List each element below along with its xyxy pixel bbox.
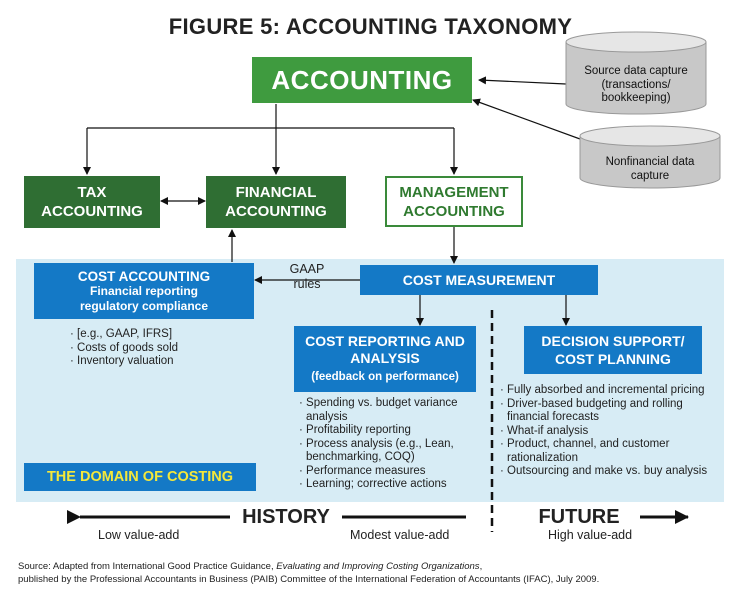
list-item: Driver-based budgeting and rolling finan…	[500, 398, 724, 425]
gaap-rules-label: GAAP rules	[285, 262, 329, 292]
source-line1-a: Source: Adapted from International Good …	[18, 561, 277, 572]
decision-support-title1: DECISION SUPPORT/	[541, 333, 685, 349]
nonfinancial-line2: capture	[630, 169, 670, 182]
list-item: Profitability reporting	[299, 424, 484, 438]
source-line1: Source: Adapted from International Good …	[18, 560, 728, 573]
list-item: Inventory valuation	[70, 355, 250, 369]
cost-reporting-title1: COST REPORTING AND	[305, 332, 465, 349]
cost-measurement-box: COST MEASUREMENT	[360, 265, 598, 295]
list-item: What-if analysis	[500, 425, 724, 439]
decision-support-list: Fully absorbed and incremental pricing D…	[500, 384, 724, 479]
list-item: Costs of goods sold	[70, 342, 250, 356]
gaap-line2: rules	[293, 277, 321, 291]
domain-of-costing-label: THE DOMAIN OF COSTING	[24, 463, 256, 491]
cost-accounting-list: [e.g., GAAP, IFRS] Costs of goods sold I…	[70, 328, 250, 369]
cost-measurement-label: COST MEASUREMENT	[402, 272, 556, 288]
accounting-box: ACCOUNTING	[252, 57, 472, 103]
decision-support-title2: COST PLANNING	[555, 351, 671, 367]
tax-accounting-box: TAX ACCOUNTING	[24, 176, 160, 228]
source-line1-title: Evaluating and Improving Costing Organiz…	[276, 561, 480, 572]
nonfinancial-line1: Nonfinancial data	[605, 156, 695, 168]
list-item: Process analysis (e.g., Lean, benchmarki…	[299, 438, 484, 465]
financial-label-line2: ACCOUNTING	[225, 203, 327, 220]
list-item: Spending vs. budget variance analysis	[299, 397, 484, 424]
cost-reporting-list: Spending vs. budget variance analysis Pr…	[299, 397, 484, 492]
source-data-label: Source data capture (transactions/ bookk…	[566, 65, 706, 106]
management-accounting-box: MANAGEMENT ACCOUNTING	[385, 176, 523, 227]
cost-accounting-sub1: Financial reporting	[89, 283, 198, 298]
accounting-label: ACCOUNTING	[271, 64, 453, 95]
source-data-line2: (transactions/	[601, 78, 671, 91]
high-value-label: High value-add	[548, 528, 633, 542]
source-line1-c: ,	[479, 561, 483, 572]
future-label: FUTURE	[538, 506, 620, 528]
cost-accounting-sub2: regulatory compliance	[79, 298, 209, 313]
cost-reporting-title2: ANALYSIS	[350, 349, 420, 366]
history-label: HISTORY	[242, 506, 330, 528]
source-line2: published by the Professional Accountant…	[18, 574, 600, 585]
financial-accounting-box: FINANCIAL ACCOUNTING	[206, 176, 346, 228]
source-data-line3: bookkeeping)	[601, 92, 671, 104]
tax-label-line1: TAX	[77, 184, 107, 201]
list-item: Product, channel, and customer rationali…	[500, 438, 724, 465]
financial-label-line1: FINANCIAL	[235, 184, 317, 201]
domain-label-text: THE DOMAIN OF COSTING	[46, 469, 234, 485]
management-label-line1: MANAGEMENT	[399, 183, 509, 201]
tax-label-line2: ACCOUNTING	[41, 203, 143, 220]
cost-reporting-sub: (feedback on performance)	[311, 370, 459, 383]
cost-accounting-title: COST ACCOUNTING	[77, 268, 211, 284]
list-item: Outsourcing and make vs. buy analysis	[500, 465, 724, 479]
nonfinancial-label: Nonfinancial data capture	[580, 156, 720, 183]
management-label-line2: ACCOUNTING	[403, 202, 505, 220]
gaap-line1: GAAP	[289, 262, 325, 276]
list-item: Fully absorbed and incremental pricing	[500, 384, 724, 398]
figure-title: FIGURE 5: ACCOUNTING TAXONOMY	[168, 14, 573, 39]
source-data-cylinder	[565, 31, 707, 115]
decision-support-box: DECISION SUPPORT/ COST PLANNING	[524, 326, 702, 374]
list-item: Performance measures	[299, 465, 484, 479]
list-item: Learning; corrective actions	[299, 478, 484, 492]
nonfinancial-data-cylinder	[579, 125, 721, 189]
modest-value-label: Modest value-add	[350, 528, 450, 542]
cost-reporting-box: COST REPORTING AND ANALYSIS (feedback on…	[294, 326, 476, 392]
low-value-label: Low value-add	[98, 528, 180, 542]
cost-accounting-box: COST ACCOUNTING Financial reporting regu…	[34, 263, 254, 319]
source-note: Source: Adapted from International Good …	[18, 560, 728, 586]
source-data-line1: Source data capture	[584, 65, 688, 77]
list-item: [e.g., GAAP, IFRS]	[70, 328, 250, 342]
